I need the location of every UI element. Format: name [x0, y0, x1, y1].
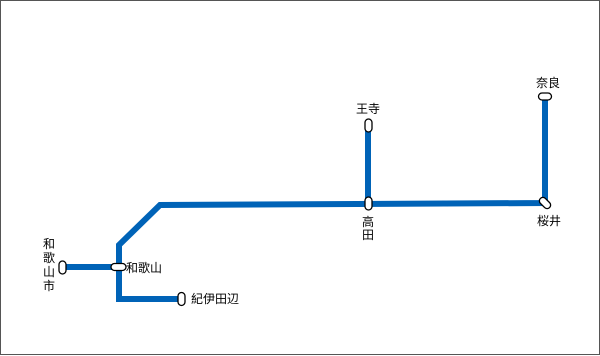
- station-marker-oji[interactable]: [364, 118, 373, 133]
- station-label-oji: 王寺: [356, 102, 380, 116]
- station-marker-sakurai[interactable]: [538, 196, 552, 210]
- route-lines: [63, 97, 548, 302]
- station-label-nara: 奈良: [536, 75, 560, 90]
- station-marker-wakayama[interactable]: [110, 262, 127, 272]
- station-label-wakayama: 和歌山: [126, 260, 162, 275]
- station-marker-nara[interactable]: [537, 92, 553, 101]
- route-line-main: [116, 97, 548, 267]
- station-label-wakayamashi-char-4: 市: [43, 278, 55, 293]
- station-marker-takada[interactable]: [364, 196, 373, 211]
- station-label-takada-char-1: 高: [362, 214, 374, 229]
- station-label-wakayamashi-char-1: 和: [43, 237, 55, 251]
- station-label-takada-char-2: 田: [362, 228, 374, 242]
- station-markers: [58, 92, 553, 307]
- station-label-wakayamashi: 和 歌 山 市: [43, 237, 55, 293]
- station-label-takada: 高 田: [362, 214, 374, 242]
- station-label-wakayamashi-char-3: 山: [43, 265, 55, 279]
- route-line-kii-branch: [116, 267, 182, 302]
- station-marker-wakayamashi[interactable]: [58, 260, 67, 275]
- station-label-sakurai: 桜井: [537, 214, 561, 228]
- station-marker-kiiitaya[interactable]: [177, 291, 186, 307]
- station-label-wakayamashi-char-2: 歌: [43, 250, 55, 265]
- station-label-kiiitaya: 紀伊田辺: [191, 292, 239, 306]
